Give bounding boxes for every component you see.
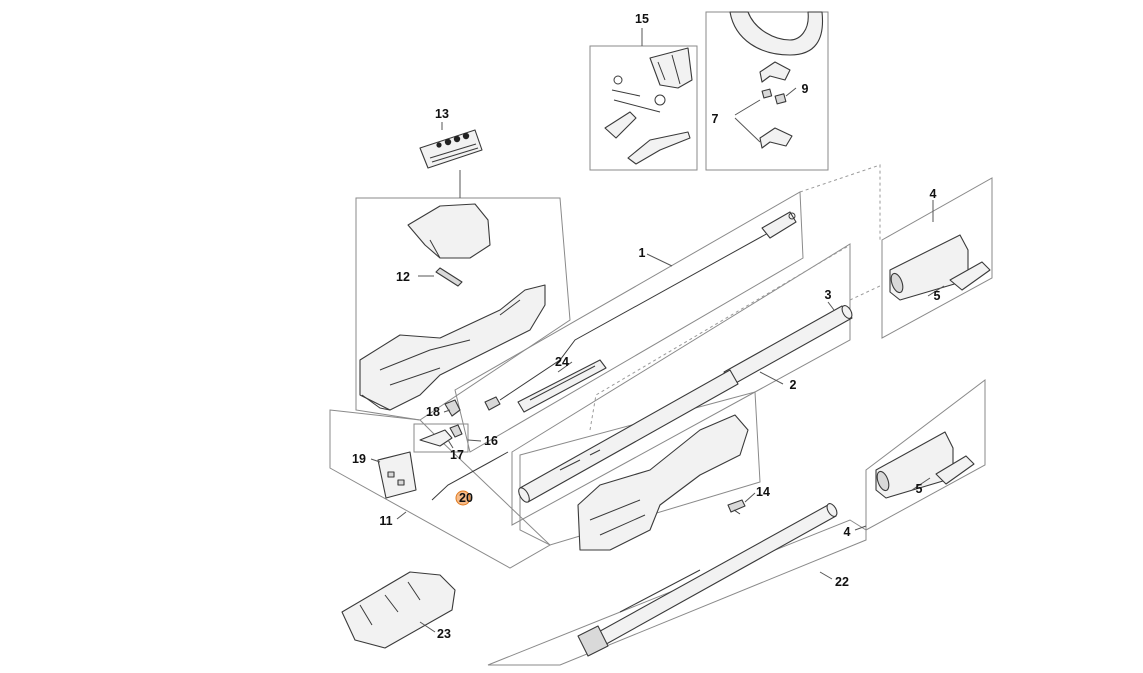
- part-20-wire: [431, 451, 509, 501]
- leader-lines: [370, 28, 945, 633]
- part-14-screw: [727, 499, 746, 515]
- dashed-guide-top: [799, 164, 881, 240]
- part-3-upper-tube: [723, 305, 853, 385]
- label-part-24[interactable]: 24: [555, 355, 569, 369]
- label-part-4-top[interactable]: 4: [930, 187, 937, 201]
- housing-main-body: [359, 284, 546, 411]
- part-19-connector-board: [377, 451, 417, 499]
- box-part-13-housing: [355, 197, 571, 421]
- box-part-2-3: [511, 243, 851, 526]
- label-part-20[interactable]: 20: [459, 491, 473, 505]
- label-part-16[interactable]: 16: [484, 434, 498, 448]
- box-part-15: [589, 45, 698, 171]
- label-part-7[interactable]: 7: [712, 112, 719, 126]
- label-part-5-bottom[interactable]: 5: [916, 482, 923, 496]
- part-1-control-cable: [499, 211, 797, 401]
- label-part-3[interactable]: 3: [825, 288, 832, 302]
- label-part-19[interactable]: 19: [352, 452, 366, 466]
- part-20-highlight-marker[interactable]: [455, 490, 471, 506]
- label-part-23[interactable]: 23: [437, 627, 451, 641]
- part-13-label-sheet: [419, 122, 483, 198]
- box-part-4-top: [881, 177, 993, 339]
- part-4-coupling-bottom: [875, 431, 975, 499]
- housing-cover: [407, 203, 491, 287]
- label-part-9[interactable]: 9: [802, 82, 809, 96]
- part-22-lower-shaft: [577, 503, 838, 657]
- label-part-18[interactable]: 18: [426, 405, 440, 419]
- label-part-14[interactable]: 14: [756, 485, 770, 499]
- label-part-11[interactable]: 11: [379, 514, 392, 528]
- label-part-15[interactable]: 15: [635, 12, 649, 26]
- part-23-holder: [341, 571, 456, 649]
- dashed-guide-right: [849, 284, 883, 301]
- label-part-4-bottom[interactable]: 4: [844, 525, 851, 539]
- label-part-13[interactable]: 13: [435, 107, 449, 121]
- part-24-cable-guide: [484, 359, 607, 413]
- box-part-7-9: [705, 11, 829, 171]
- part-16-17-lever: [413, 423, 469, 453]
- part-2-main-tube: [518, 369, 739, 503]
- part-7-handle-clamp: [729, 11, 824, 149]
- label-part-22[interactable]: 22: [835, 575, 849, 589]
- box-part-4-bottom: [865, 378, 986, 531]
- label-part-12[interactable]: 12: [396, 270, 410, 284]
- part-4-coupling-top: [889, 234, 991, 301]
- label-part-17[interactable]: 17: [450, 448, 464, 462]
- part-15-trigger-assembly: [604, 47, 693, 165]
- box-part-1-24: [454, 191, 804, 453]
- label-part-2[interactable]: 2: [790, 378, 797, 392]
- part-18-switch: [444, 399, 461, 417]
- label-part-5-top[interactable]: 5: [934, 289, 941, 303]
- handle-housing: [577, 414, 749, 551]
- box-part-22: [487, 519, 867, 666]
- label-part-1[interactable]: 1: [639, 246, 646, 260]
